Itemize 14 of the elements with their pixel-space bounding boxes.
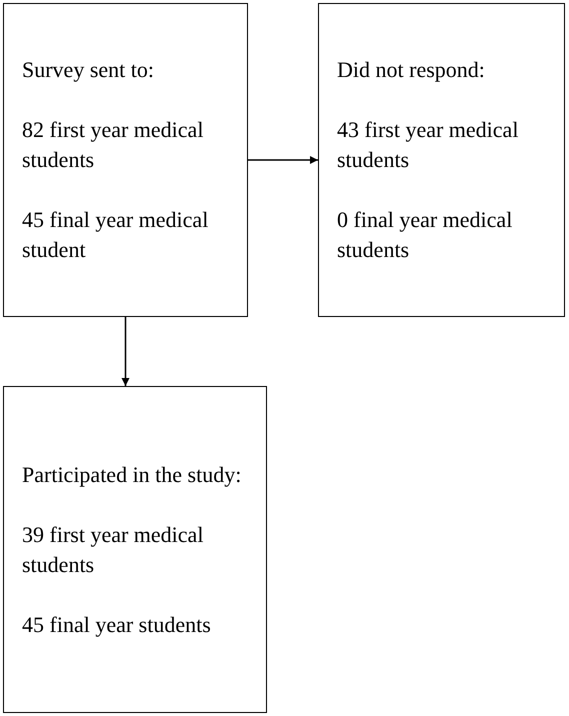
process-box [3,3,248,317]
process-box [318,3,565,317]
arrow [248,156,318,164]
box-text: 45 final year medical student [22,206,210,264]
process-box [3,386,267,713]
arrow [122,317,130,386]
box-text: 45 final year students [22,610,212,639]
box-heading: Survey sent to: [22,56,155,84]
box-text: 43 first year medical students [337,116,520,174]
box-text: 0 final year medical students [337,206,514,264]
box-heading: Participated in the study: [22,460,242,489]
box-heading: Did not respond: [337,56,486,84]
box-text: 39 first year medical students [22,520,204,578]
box-text: 82 first year medical students [22,116,204,174]
